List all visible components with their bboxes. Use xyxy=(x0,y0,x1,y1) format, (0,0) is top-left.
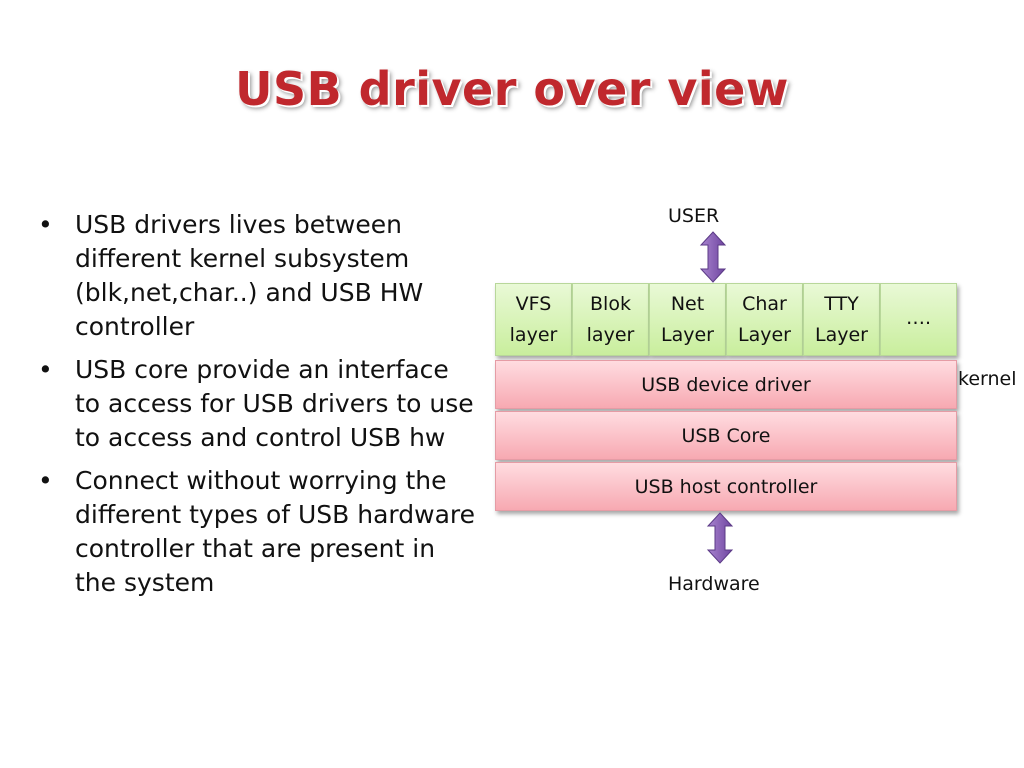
blok-layer-box: Blok layer xyxy=(572,283,649,356)
bullet-item: • Connect without worrying the different… xyxy=(36,464,476,600)
usb-host-controller-box: USB host controller xyxy=(495,462,957,511)
double-arrow-icon xyxy=(699,231,727,283)
bullet-text: Connect without worrying the different t… xyxy=(75,466,475,597)
char-layer-box: Char Layer xyxy=(726,283,803,356)
bullet-text: USB core provide an interface to access … xyxy=(75,355,474,452)
bullet-item: • USB core provide an interface to acces… xyxy=(36,353,476,455)
usb-device-driver-box: USB device driver xyxy=(495,360,957,409)
kernel-label: kernel xyxy=(958,368,1017,390)
slide-title: USB driver over view xyxy=(235,62,789,116)
double-arrow-icon xyxy=(706,512,734,564)
net-layer-box: Net Layer xyxy=(649,283,726,356)
tty-layer-box: TTY Layer xyxy=(803,283,880,356)
vfs-layer-box: VFS layer xyxy=(495,283,572,356)
bullet-item: • USB drivers lives between different ke… xyxy=(36,208,476,344)
bullet-marker: • xyxy=(38,210,53,239)
usb-core-box: USB Core xyxy=(495,411,957,460)
other-layer-box: …. xyxy=(880,283,957,356)
bullet-text: USB drivers lives between different kern… xyxy=(75,210,424,341)
hardware-label: Hardware xyxy=(668,573,760,595)
user-label: USER xyxy=(668,205,720,227)
bullet-marker: • xyxy=(38,355,53,384)
bullet-list: • USB drivers lives between different ke… xyxy=(36,208,476,609)
bullet-marker: • xyxy=(38,466,53,495)
